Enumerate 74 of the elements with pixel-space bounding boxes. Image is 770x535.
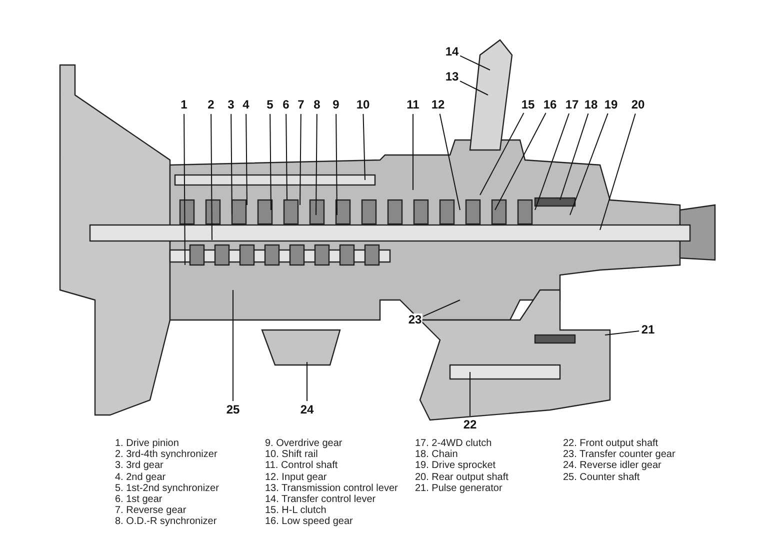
leader-line [604, 330, 640, 336]
leader-line [270, 114, 272, 210]
leader-line [306, 362, 308, 402]
legend-entry: 25. Counter shaft [563, 472, 640, 484]
leader-line [316, 114, 318, 216]
leader-line [210, 114, 212, 240]
callout-number: 11 [406, 98, 420, 112]
callout-number: 23 [407, 314, 423, 326]
leader-line [480, 112, 524, 196]
leader-line [439, 113, 460, 210]
legend-entry: 23. Transfer counter gear [563, 449, 676, 460]
legend-entry: 4. 2nd gear [115, 472, 166, 484]
legend-entry: 15. H-L clutch [265, 505, 326, 516]
callout-number: 18 [583, 98, 599, 112]
callout-number: 17 [564, 98, 580, 112]
callout-number: 8 [312, 98, 322, 112]
legend-entry: 12. Input gear [265, 472, 327, 484]
legend-entry: 3. 3rd gear [115, 460, 164, 472]
callout-number: 5 [266, 98, 274, 112]
legend-entry: 7. Reverse gear [115, 505, 186, 516]
leader-line [184, 114, 186, 266]
leader-line [246, 114, 248, 206]
leader-line [494, 112, 546, 210]
leader-line [412, 114, 414, 190]
leader-line [230, 114, 232, 216]
legend-entry: 8. O.D.-R synchronizer [115, 516, 217, 528]
callout-number: 24 [299, 404, 315, 416]
callout-number: 15 [520, 98, 536, 112]
leader-line [460, 55, 490, 70]
legend-entry: 13. Transmission control lever [265, 482, 398, 494]
leader-line [422, 300, 460, 317]
callout-number: 20 [630, 98, 646, 112]
callout-number: 25 [225, 404, 241, 416]
legend-entry: 2. 3rd-4th synchronizer [115, 449, 218, 460]
legend-entry: 9. Overdrive gear [265, 438, 342, 450]
legend-entry: 1. Drive pinion [115, 438, 179, 450]
legend-entry: 14. Transfer control lever [265, 494, 376, 506]
legend-entry: 22. Front output shaft [563, 438, 658, 450]
callout-number: 3 [226, 98, 236, 112]
legend-entry: 5. 1st-2nd synchronizer [115, 482, 219, 494]
legend-entry: 17. 2-4WD clutch [415, 438, 492, 450]
leader-line [560, 113, 589, 200]
legend-entry: 18. Chain [415, 449, 458, 460]
callout-number: 16 [542, 98, 558, 112]
callout-number: 22 [462, 418, 478, 432]
callout-number: 21 [640, 324, 656, 336]
callout-number: 19 [603, 98, 619, 112]
legend-entry: 24. Reverse idler gear [563, 460, 662, 472]
callout-number: 1 [180, 98, 188, 112]
legend-entry: 6. 1st gear [115, 494, 162, 506]
callout-number: 4 [242, 98, 250, 112]
leader-line [600, 113, 636, 230]
leader-line [336, 114, 338, 216]
callout-number: 7 [296, 98, 306, 112]
legend-entry: 21. Pulse generator [415, 482, 502, 494]
leader-line [286, 114, 288, 200]
callout-number: 13 [444, 70, 460, 84]
legend-entry: 11. Control shaft [265, 460, 338, 472]
callout-number: 9 [332, 98, 340, 112]
callout-number: 2 [206, 98, 216, 112]
legend-entry: 19. Drive sprocket [415, 460, 496, 472]
leader-line [460, 80, 488, 96]
legend-entry: 20. Rear output shaft [415, 472, 508, 484]
callout-number: 14 [444, 46, 460, 58]
callout-number: 6 [282, 98, 290, 112]
legend-entry: 16. Low speed gear [265, 516, 353, 528]
legend-entry: 10. Shift rail [265, 449, 318, 460]
callout-number: 10 [355, 98, 371, 112]
leader-line [232, 290, 234, 402]
callout-number: 12 [430, 98, 446, 112]
leader-line [300, 114, 302, 206]
leader-line [362, 114, 366, 180]
leader-line [570, 112, 608, 216]
leader-line [534, 113, 570, 210]
